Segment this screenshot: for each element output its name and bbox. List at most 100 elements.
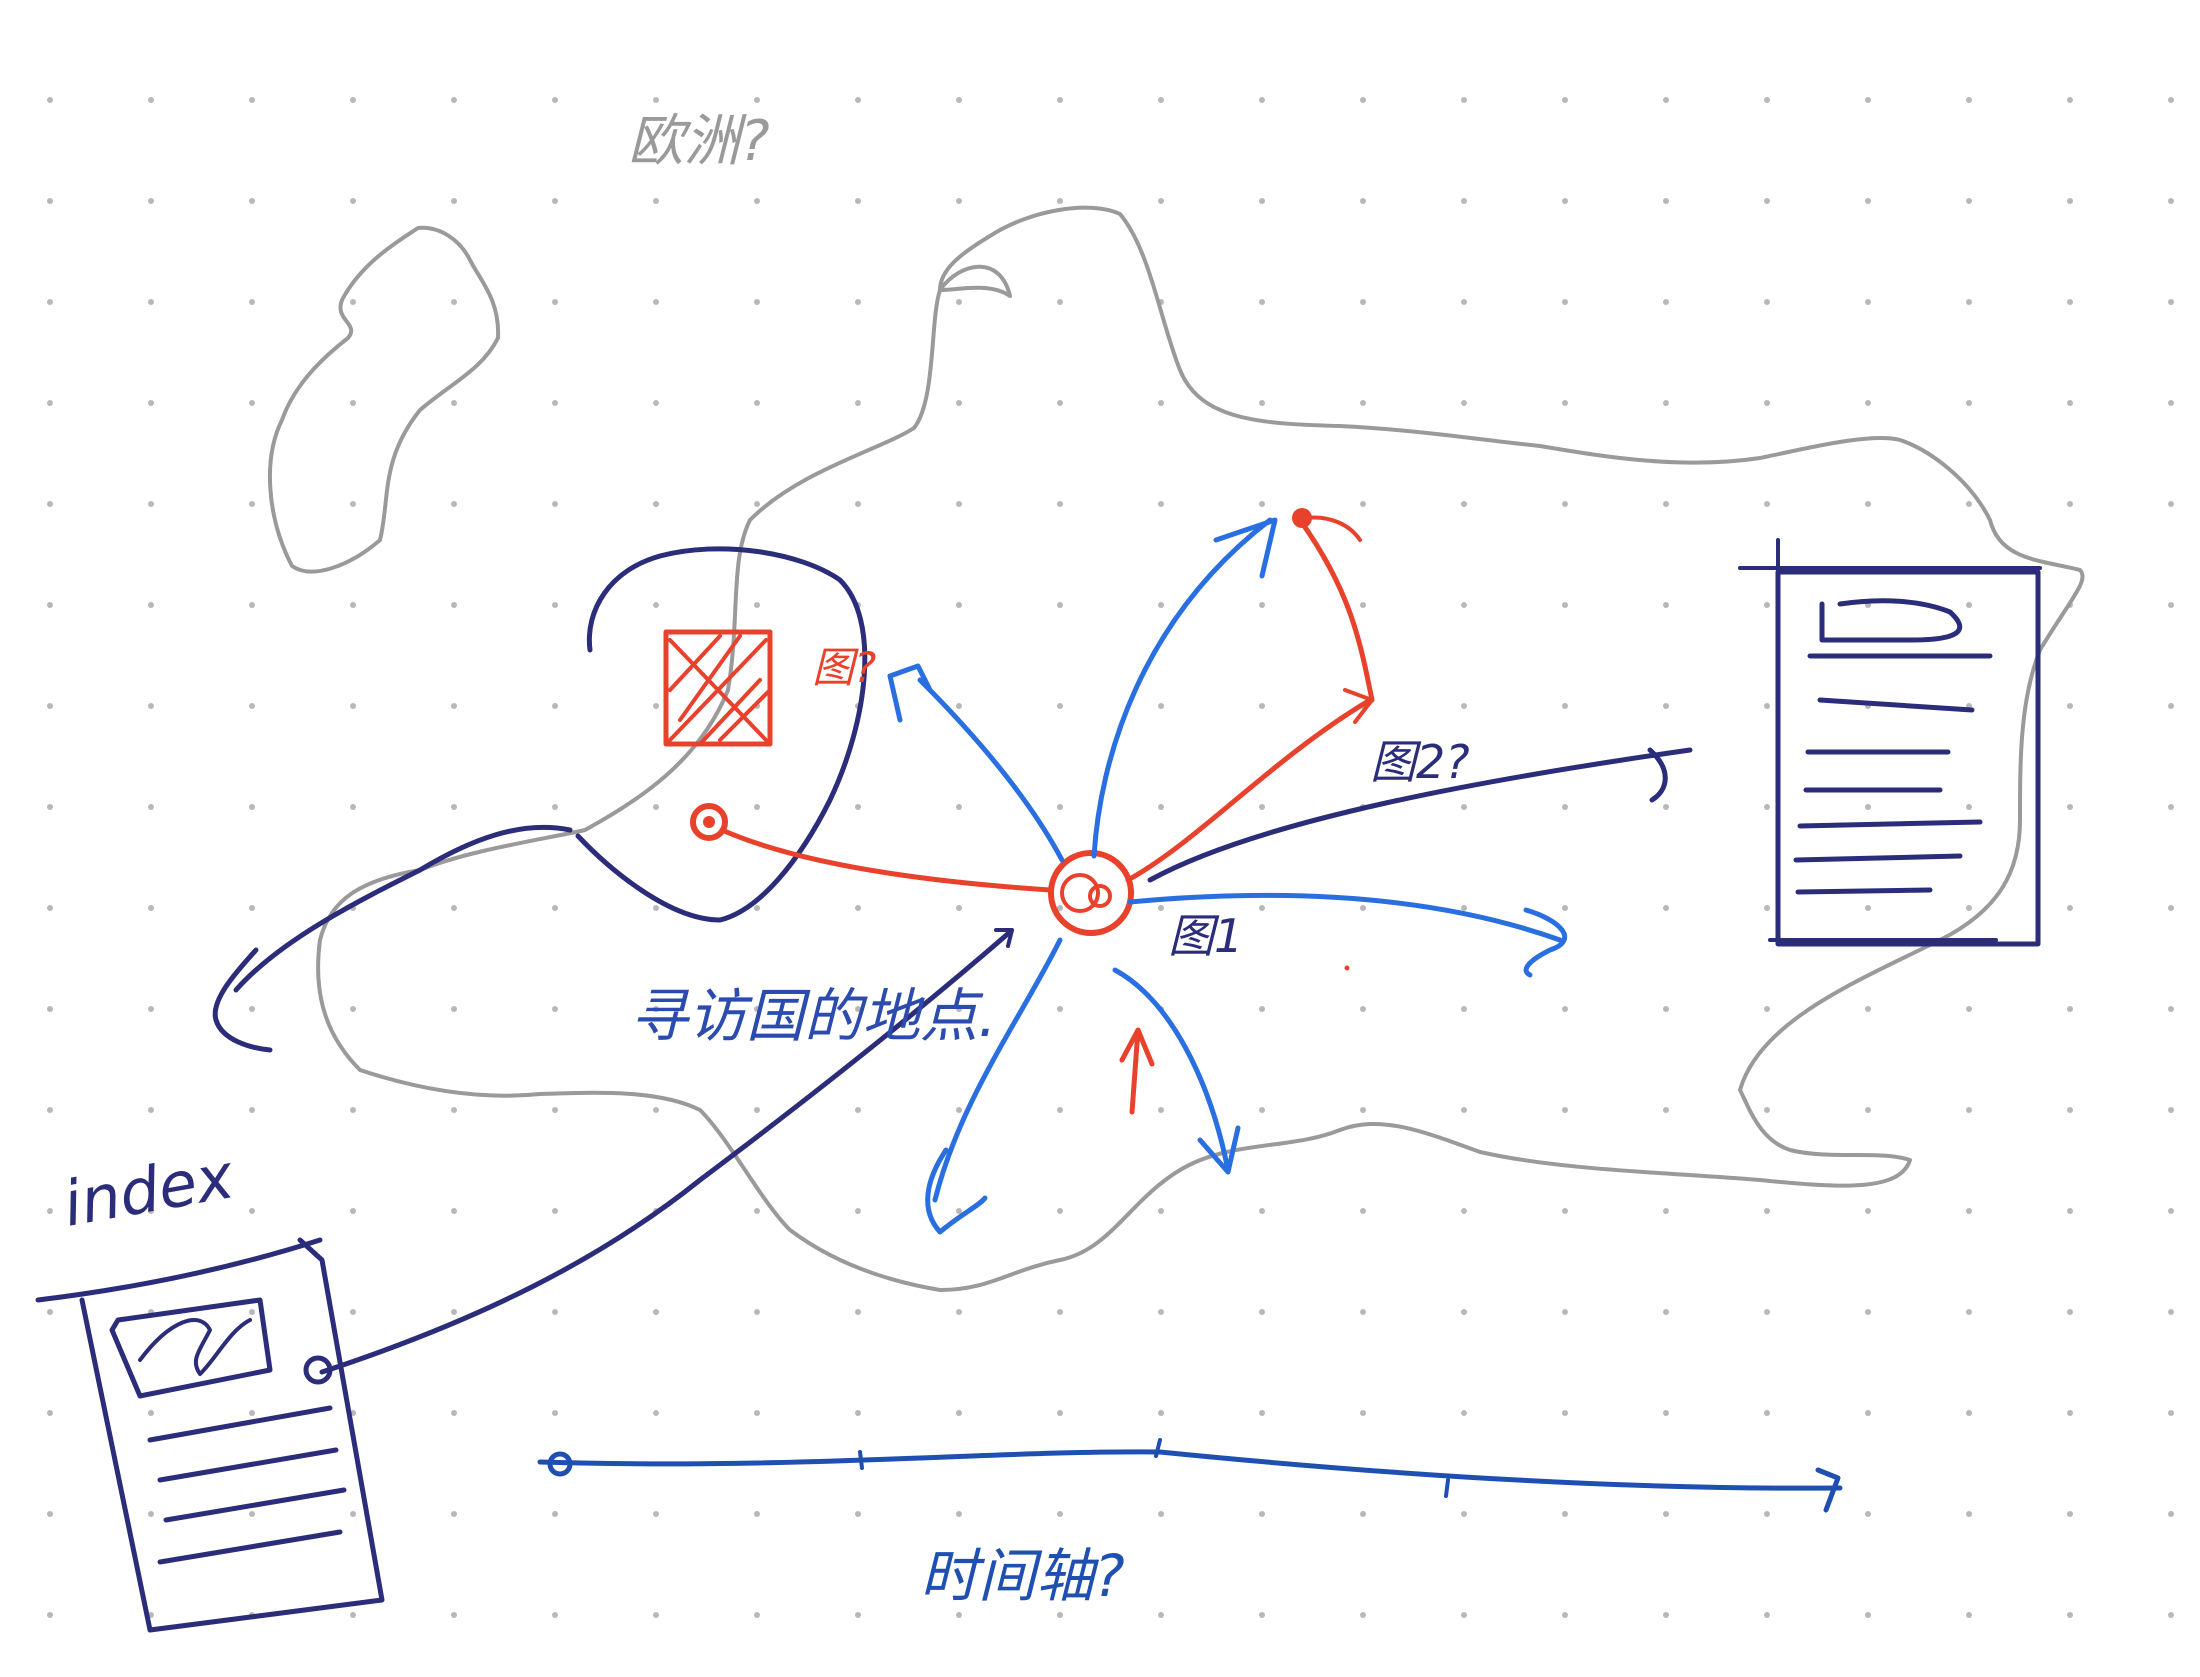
grid-dot [956, 299, 962, 305]
grid-dot [1966, 1006, 1972, 1012]
grid-dot [653, 501, 659, 507]
grid-dot [2067, 400, 2073, 406]
grid-dot [1966, 400, 1972, 406]
grid-dot [855, 501, 861, 507]
grid-dot [249, 905, 255, 911]
grid-dot [1360, 400, 1366, 406]
grid-dot [148, 804, 154, 810]
grid-dot [1259, 1410, 1265, 1416]
grid-dot [148, 501, 154, 507]
grid-dot [1057, 299, 1063, 305]
grid-dot [451, 1410, 457, 1416]
grid-dot [451, 804, 457, 810]
grid-dot [754, 602, 760, 608]
grid-dot [350, 501, 356, 507]
grid-dot [2067, 804, 2073, 810]
grid-dot [2168, 198, 2174, 204]
grid-dot [1562, 1006, 1568, 1012]
grid-dot [1966, 1612, 1972, 1618]
grid-dot [754, 501, 760, 507]
grid-dot [2168, 905, 2174, 911]
grid-dot [855, 804, 861, 810]
grid-dot [2067, 299, 2073, 305]
grid-dot [1966, 198, 1972, 204]
grid-dot [1158, 501, 1164, 507]
grid-dot [754, 299, 760, 305]
grid-dot [1663, 97, 1669, 103]
grid-dot [2067, 703, 2073, 709]
grid-dot [1057, 602, 1063, 608]
grid-dot [1966, 501, 1972, 507]
grid-dot [249, 703, 255, 709]
grid-dot [1461, 1006, 1467, 1012]
grid-dot [249, 1107, 255, 1113]
grid-dot [1764, 905, 1770, 911]
grid-dot [1562, 602, 1568, 608]
grid-dot [47, 299, 53, 305]
grid-dot [1158, 1309, 1164, 1315]
grid-dot [1360, 1107, 1366, 1113]
grid-dot [754, 400, 760, 406]
grid-dot [1360, 905, 1366, 911]
grid-dot [552, 400, 558, 406]
grid-dot [1057, 97, 1063, 103]
grid-dot [552, 1511, 558, 1517]
grid-dot [1360, 299, 1366, 305]
grid-dot [1057, 1107, 1063, 1113]
grid-dot [350, 1107, 356, 1113]
grid-dot [653, 400, 659, 406]
grid-dot [754, 905, 760, 911]
grid-dot [1259, 905, 1265, 911]
grid-dot [1764, 198, 1770, 204]
grid-dot [47, 1107, 53, 1113]
grid-dot [2168, 1410, 2174, 1416]
grid-dot [1663, 1511, 1669, 1517]
grid-dot [1764, 1309, 1770, 1315]
grid-dot [1360, 1612, 1366, 1618]
grid-dot [653, 1410, 659, 1416]
grid-dot [1764, 299, 1770, 305]
grid-dot [1259, 501, 1265, 507]
grid-dot [2067, 1410, 2073, 1416]
grid-dot [1865, 1006, 1871, 1012]
grid-dot [47, 1511, 53, 1517]
grid-dot [148, 1208, 154, 1214]
grid-dot [552, 602, 558, 608]
grid-dot [2168, 299, 2174, 305]
grid-dot [451, 501, 457, 507]
grid-dot [2168, 1006, 2174, 1012]
grid-dot [249, 1410, 255, 1416]
grid-dot [956, 1612, 962, 1618]
grid-dot [956, 1006, 962, 1012]
grid-dot [754, 1410, 760, 1416]
grid-dot [552, 703, 558, 709]
image1-label: 图1 [1168, 909, 1243, 963]
small-island-outline [268, 225, 501, 574]
grid-dot [1562, 198, 1568, 204]
grid-dot [47, 400, 53, 406]
grid-dot [956, 1511, 962, 1517]
grid-dot [552, 198, 558, 204]
central-node [1048, 850, 1134, 936]
grid-dot [653, 905, 659, 911]
grid-dot [855, 1309, 861, 1315]
grid-dot [552, 501, 558, 507]
grid-dot [1562, 804, 1568, 810]
grid-dot [1158, 1208, 1164, 1214]
grid-dot [1764, 1208, 1770, 1214]
grid-dot [451, 1612, 457, 1618]
grid-dot [754, 1006, 760, 1012]
grid-dot [1158, 703, 1164, 709]
grid-dot [1360, 1309, 1366, 1315]
grid-dot [1057, 1208, 1063, 1214]
grid-dot [2168, 1208, 2174, 1214]
grid-dot [1461, 703, 1467, 709]
grid-dot [956, 1208, 962, 1214]
grid-dot [1158, 97, 1164, 103]
grid-dot [1360, 198, 1366, 204]
grid-dot [1562, 905, 1568, 911]
grid-dot [552, 1410, 558, 1416]
grid-dot [754, 1511, 760, 1517]
grid-dot [1259, 703, 1265, 709]
grid-dot [754, 1309, 760, 1315]
